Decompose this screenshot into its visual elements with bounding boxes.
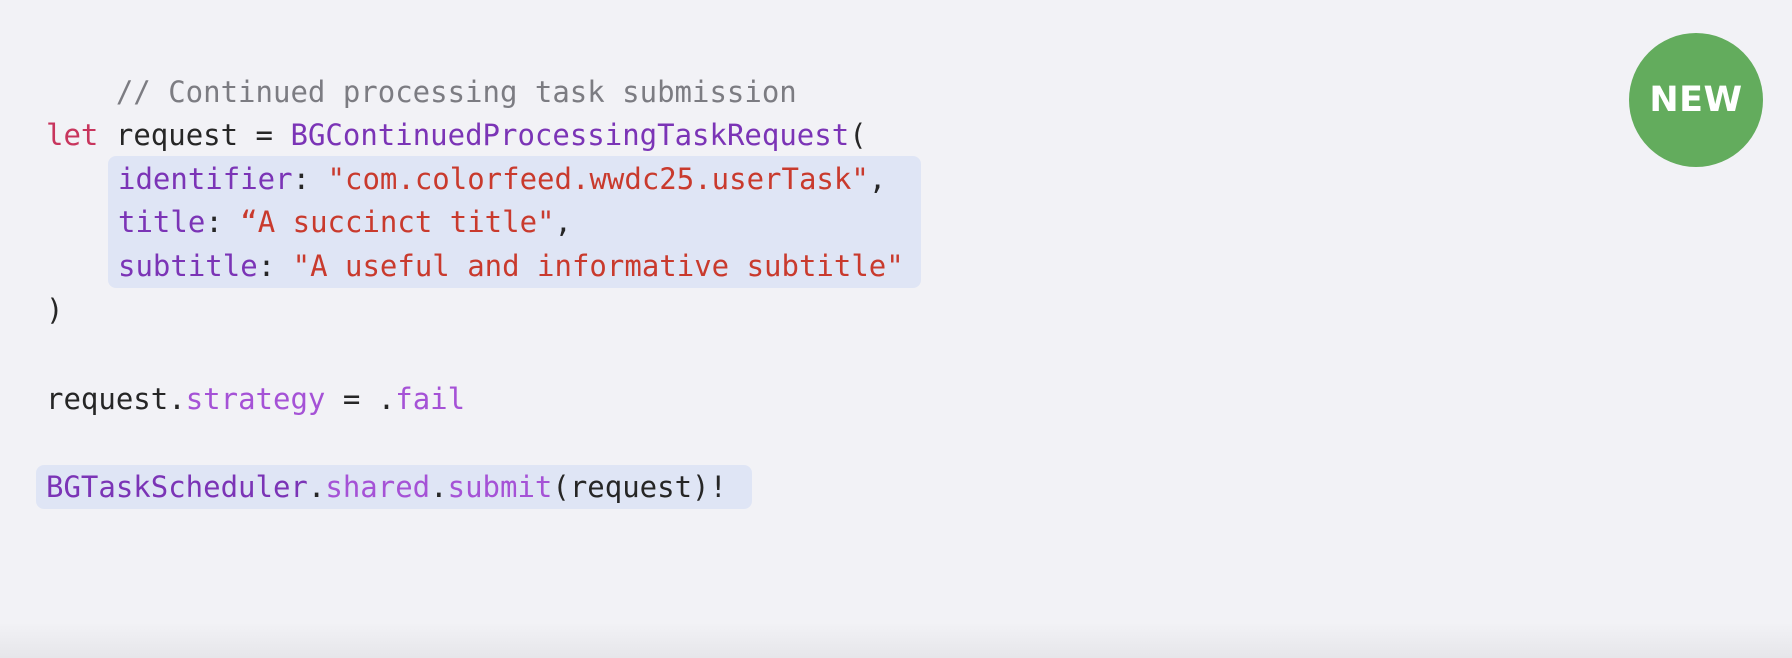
arg-name: title [118, 205, 206, 239]
arg-name: subtitle [118, 249, 258, 283]
submit-highlight [36, 465, 752, 509]
strategy-equals: = [342, 382, 361, 416]
strategy-dot: . [168, 382, 186, 416]
scheduler-type: BGTaskScheduler [46, 470, 308, 504]
submit-method: submit [447, 470, 553, 504]
arg-comma: , [868, 162, 887, 196]
strategy-value-dot: . [377, 382, 396, 416]
code-line-arg-subtitle: subtitle: "A useful and informative subt… [46, 244, 904, 288]
new-badge: NEW [1629, 33, 1763, 167]
code-line-comment: // Continued processing task submission [46, 26, 797, 109]
strategy-property: strategy [185, 382, 326, 416]
arg-comma: , [554, 205, 572, 239]
let-keyword: let [46, 118, 99, 152]
arg-name: identifier [118, 162, 293, 196]
code-line-arg-identifier: identifier: "com.colorfeed.wwdc25.userTa… [46, 157, 886, 201]
strategy-object: request [46, 382, 169, 416]
request-type: BGContinuedProcessingTaskRequest [290, 118, 850, 152]
arg-colon: : [257, 249, 276, 283]
strategy-value: fail [395, 382, 466, 416]
arg-colon: : [292, 162, 311, 196]
code-line-strategy: request.strategy = .fail [46, 377, 465, 421]
submit-dot-2: . [430, 470, 448, 504]
arg-value: "A useful and informative subtitle" [292, 249, 904, 283]
request-variable: request [115, 118, 239, 152]
arguments-highlight [108, 156, 921, 288]
open-paren: ( [849, 118, 867, 152]
shared-property: shared [325, 470, 431, 504]
code-line-close-paren: ) [46, 288, 63, 332]
arg-value: "com.colorfeed.wwdc25.userTask" [327, 162, 869, 196]
comment-text: // Continued processing task submission [115, 75, 797, 109]
submit-dot-1: . [307, 470, 326, 504]
new-badge-label: NEW [1649, 80, 1743, 120]
arg-value: “A succinct title" [240, 205, 555, 239]
submit-args: (request)! [552, 470, 727, 504]
arg-colon: : [205, 205, 223, 239]
assign-operator: = [255, 118, 274, 152]
code-line-submit: BGTaskScheduler.shared.submit(request)! [46, 465, 727, 509]
close-paren: ) [46, 293, 64, 327]
bottom-fade [0, 622, 1792, 658]
code-line-arg-title: title: “A succinct title", [46, 200, 572, 244]
code-line-let-request: let request = BGContinuedProcessingTaskR… [46, 113, 867, 157]
